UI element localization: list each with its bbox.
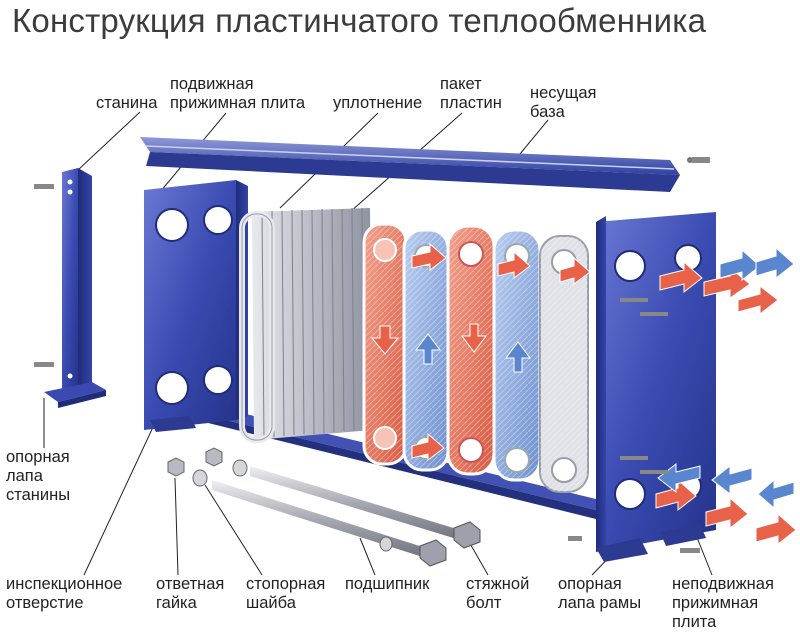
flow-arrows <box>370 242 797 546</box>
label-plate-pack: пакет пластин <box>440 75 502 112</box>
fixed-plate-bolts <box>568 298 700 553</box>
fixed-pressure-plate <box>596 212 716 562</box>
label-carrying-base: несущая база <box>530 84 597 121</box>
steel-plate-last <box>539 235 589 493</box>
label-counter-nut: ответная гайка <box>156 575 225 612</box>
hot-plate-2 <box>446 224 496 476</box>
label-lock-washer: стопорная шайба <box>246 575 326 612</box>
label-stanina: станина <box>96 94 158 112</box>
page-title: Конструкция пластинчатого теплообменника <box>12 2 707 39</box>
label-seal: уплотнение <box>333 94 423 112</box>
label-fixed-plate: неподвижная прижимная плита <box>672 575 774 631</box>
movable-pressure-plate <box>144 180 248 432</box>
label-stanina-foot: опорная лапа станины <box>6 448 71 504</box>
plate-pack <box>239 207 372 443</box>
stanina-column <box>34 168 106 408</box>
label-inspection-hole: инспекционное отверстие <box>6 575 123 612</box>
label-movable-plate: подвижная прижимная плита <box>170 75 306 112</box>
label-frame-foot: опорная лапа рамы <box>558 575 642 612</box>
carrying-base-rail <box>140 137 710 192</box>
tie-bolt-parts <box>167 447 481 567</box>
label-bearing: подшипник <box>345 575 430 593</box>
label-tie-bolt: стяжной болт <box>466 575 530 612</box>
